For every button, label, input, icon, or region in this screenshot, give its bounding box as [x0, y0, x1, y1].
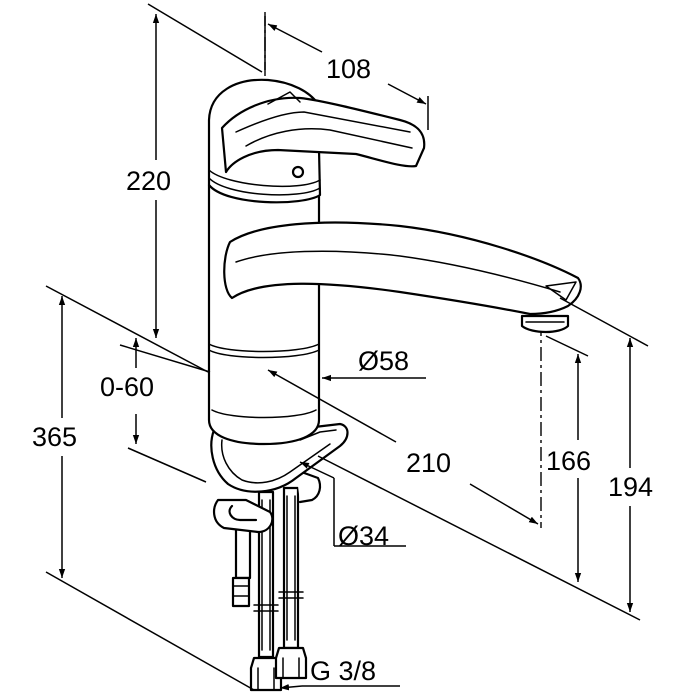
dimension-label-108: 108: [326, 54, 371, 84]
dimension-label-166: 166: [546, 446, 591, 476]
dimension-label-diameter-34: Ø34: [338, 521, 389, 551]
spout-aerator: [520, 314, 570, 334]
body-ring: [208, 343, 320, 353]
dimension-220: 220: [126, 3, 263, 338]
faucet-spout: [223, 221, 582, 334]
lever-handle: [220, 96, 426, 174]
dimension-label-0-60: 0-60: [100, 372, 154, 402]
faucet-handle: [207, 78, 426, 204]
dimension-diameter-58: Ø58: [322, 346, 426, 382]
fixing-bracket: [294, 468, 322, 504]
dimension-diameter-34: Ø34: [299, 461, 406, 551]
hose-right: [282, 486, 300, 650]
dimension-166: 166: [545, 335, 591, 582]
handle-screw: [291, 165, 305, 179]
dimension-label-220: 220: [126, 166, 171, 196]
dimension-210: 210: [267, 369, 539, 525]
dimension-194: 194: [317, 297, 653, 621]
dimension-365: 365: [32, 285, 255, 691]
dimension-thread-g38: G 3/8: [279, 656, 400, 691]
dimension-0-60: 0-60: [100, 338, 211, 483]
dimension-label-thread: G 3/8: [310, 656, 376, 686]
dimension-label-365: 365: [32, 422, 77, 452]
nut-right: [274, 646, 308, 680]
dimension-label-194: 194: [608, 472, 653, 502]
dimension-label-210: 210: [406, 448, 451, 478]
spout-arm: [223, 221, 582, 316]
dimension-108: 108: [264, 16, 429, 130]
mounting-stud: [212, 468, 322, 608]
dimension-label-diameter-58: Ø58: [358, 346, 409, 376]
